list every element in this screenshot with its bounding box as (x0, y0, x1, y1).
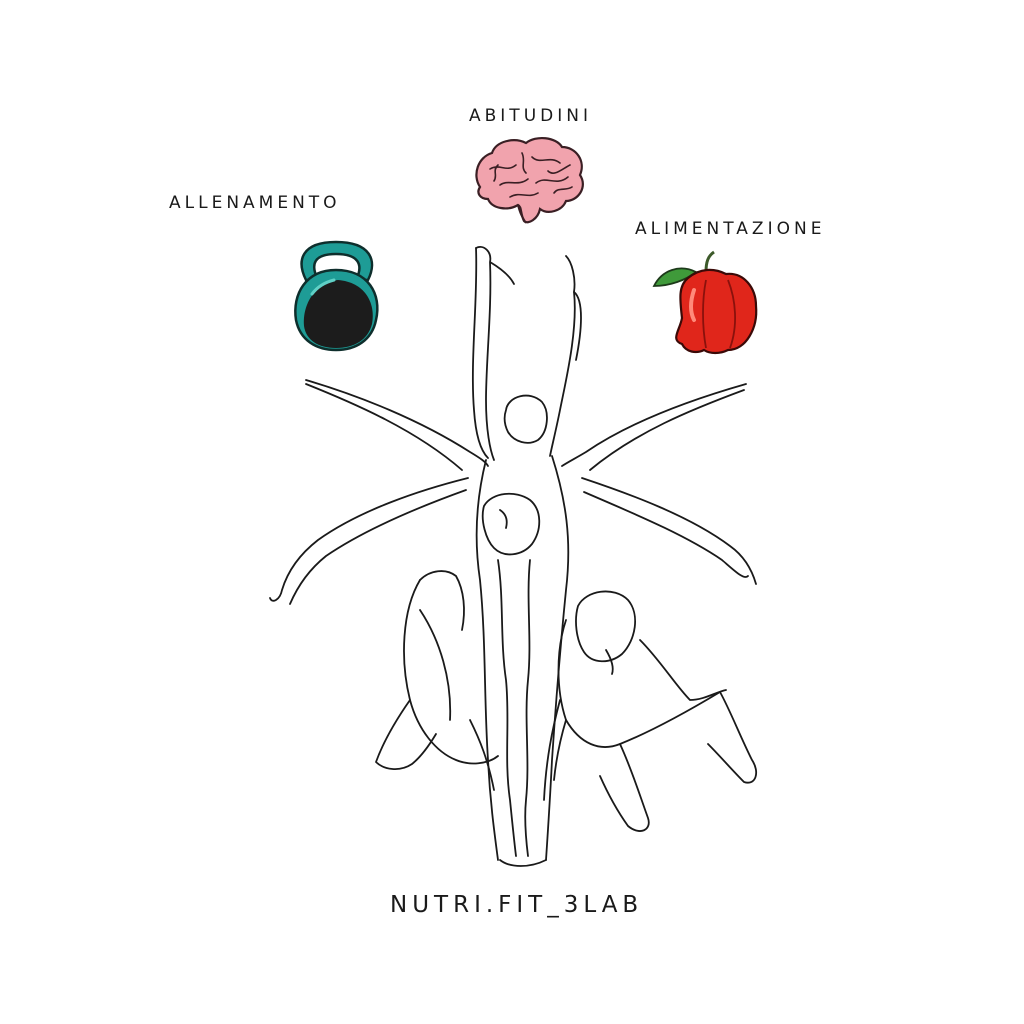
head-right (575, 590, 636, 663)
food-label: ALIMENTAZIONE (635, 219, 826, 239)
brain-icon (475, 137, 584, 224)
kettlebell-icon (294, 240, 379, 352)
brand-wordmark: NUTRI.FIT_3LAB (390, 892, 644, 918)
habits-label: ABITUDINI (469, 106, 592, 126)
raised-arm-right (549, 255, 576, 457)
training-label: ALLENAMENTO (169, 193, 341, 213)
arm-upper-right (561, 383, 747, 467)
raised-arm-left (475, 246, 515, 461)
sitting-right-body (557, 619, 721, 748)
sitting-left-body (403, 579, 499, 765)
torso-top (475, 459, 499, 861)
raised-arm-right-inner (573, 291, 582, 361)
raised-arm-left-inner (471, 247, 489, 459)
head-top (503, 394, 548, 444)
arm-lower-left (269, 477, 469, 602)
head-middle (481, 492, 541, 556)
arm-lower-right (581, 477, 757, 585)
bell-pepper-icon (652, 250, 758, 355)
arm-upper-left (305, 379, 489, 467)
torso-top-right (545, 455, 570, 861)
